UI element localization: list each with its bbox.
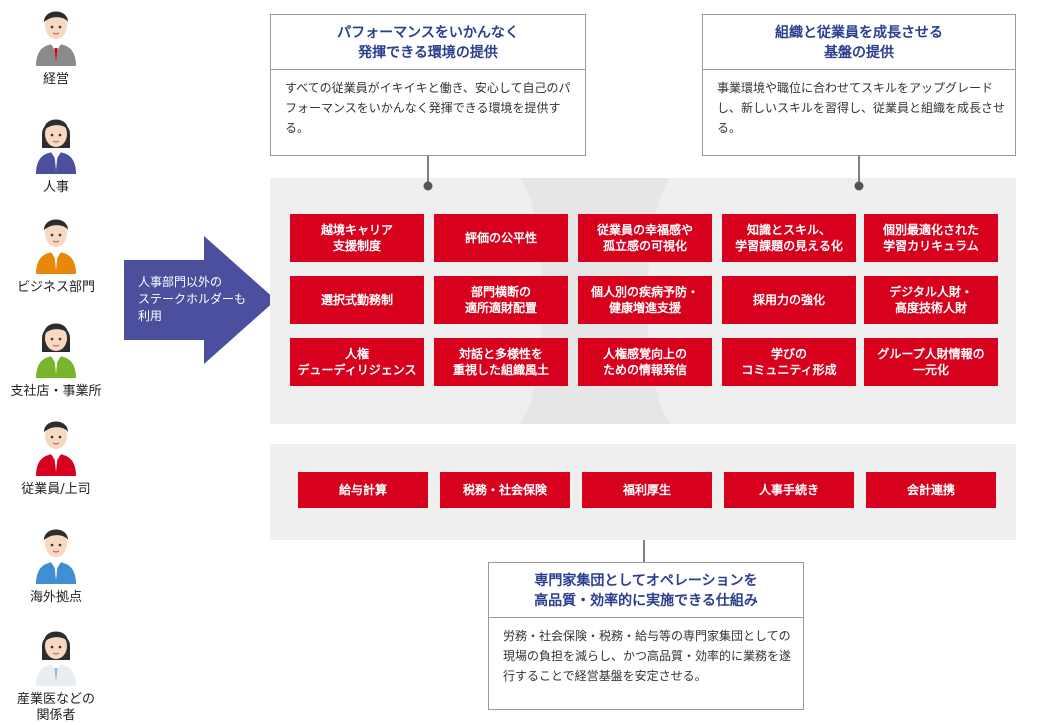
tile-welfare: 福利厚生 [582, 472, 712, 508]
tile-recruiting: 採用力の強化 [722, 276, 856, 324]
business-unit-avatar-icon [36, 219, 76, 274]
persona-label: ビジネス部門 [16, 280, 95, 295]
tile-payroll: 給与計算 [298, 472, 428, 508]
persona-label: 産業医などの 関係者 [16, 692, 95, 723]
tile-human-rights-dd: 人権 デューディリジェンス [290, 338, 424, 386]
tile-evaluation-fairness: 評価の公平性 [434, 214, 568, 262]
persona-hr: 人事 [0, 112, 112, 196]
tile-human-rights-awareness: 人権感覚向上の ための情報発信 [578, 338, 712, 386]
persona-occupational-physician: 産業医などの 関係者 [0, 624, 112, 724]
tile-personalized-curriculum: 個別最適化された 学習カリキュラム [864, 214, 998, 262]
persona-label: 経営 [42, 72, 69, 87]
arrow-right-icon [124, 236, 276, 364]
persona-business-unit: ビジネス部門 [0, 212, 112, 296]
persona-overseas-base: 海外拠点 [0, 522, 112, 606]
tile-diverse-culture: 対話と多様性を 重視した組織風土 [434, 338, 568, 386]
callout-performance-environment: パフォーマンスをいかんなく 発揮できる環境の提供 すべての従業員がイキイキと働き… [270, 14, 586, 156]
persona-label: 支社店・事業所 [10, 384, 102, 399]
hr-avatar-icon [36, 119, 76, 174]
callout-expert-operations: 専門家集団としてオペレーションを 高品質・効率的に実施できる仕組み 労務・社会保… [488, 562, 804, 710]
tile-accounting-integration: 会計連携 [866, 472, 996, 508]
tile-flexible-work: 選択式勤務制 [290, 276, 424, 324]
persona-executive: 経営 [0, 4, 112, 88]
stakeholder-column: 経営 人事 ビジネス部門 支社店・事業所 従業員/上司 海外拠点 産業医などの … [0, 0, 112, 725]
callout-title: 専門家集団としてオペレーションを 高品質・効率的に実施できる仕組み [489, 563, 803, 618]
tile-hr-procedures: 人事手続き [724, 472, 854, 508]
persona-employee-manager: 従業員/上司 [0, 414, 112, 498]
left-connector [423, 156, 433, 191]
employee-avatar-icon [36, 421, 76, 476]
persona-label: 人事 [42, 180, 69, 195]
stakeholder-arrow: 人事部門以外の ステークホルダーも 利用 [124, 236, 276, 364]
persona-label: 従業員/上司 [21, 482, 91, 497]
right-connector [854, 156, 864, 191]
tile-learning-community: 学びの コミュニティ形成 [722, 338, 856, 386]
tile-skill-visualization: 知識とスキル、 学習課題の見える化 [722, 214, 856, 262]
callout-title: パフォーマンスをいかんなく 発揮できる環境の提供 [271, 15, 585, 70]
overseas-avatar-icon [36, 529, 76, 584]
tile-group-talent-data: グループ人財情報の 一元化 [864, 338, 998, 386]
callout-body: 事業環境や職位に合わせてスキルをアップグレードし、新しいスキルを習得し、従業員と… [717, 81, 1006, 135]
branch-office-avatar-icon [36, 323, 76, 378]
persona-branch-office: 支社店・事業所 [0, 316, 112, 400]
doctor-avatar-icon [36, 631, 76, 686]
tile-wellbeing-visualization: 従業員の幸福感や 孤立感の可視化 [578, 214, 712, 262]
persona-label: 海外拠点 [29, 590, 82, 605]
callout-title: 組織と従業員を成長させる 基盤の提供 [703, 15, 1015, 70]
callout-body: 労務・社会保険・税務・給与等の専門家集団としての現場の負担を減らし、かつ高品質・… [503, 629, 792, 683]
tile-digital-talent: デジタル人財・ 高度技術人財 [864, 276, 998, 324]
tile-cross-department-placement: 部門横断の 適所適財配置 [434, 276, 568, 324]
tile-cross-border-career: 越境キャリア 支援制度 [290, 214, 424, 262]
executive-avatar-icon [36, 11, 76, 66]
callout-growth-foundation: 組織と従業員を成長させる 基盤の提供 事業環境や職位に合わせてスキルをアップグレ… [702, 14, 1016, 156]
callout-body: すべての従業員がイキイキと働き、安心して自己のパフォーマンスをいかんなく発揮でき… [285, 81, 571, 135]
tile-health-support: 個人別の疾病予防・ 健康増進支援 [578, 276, 712, 324]
tile-tax-social-insurance: 税務・社会保険 [440, 472, 570, 508]
arrow-text: 人事部門以外の ステークホルダーも 利用 [138, 275, 247, 323]
